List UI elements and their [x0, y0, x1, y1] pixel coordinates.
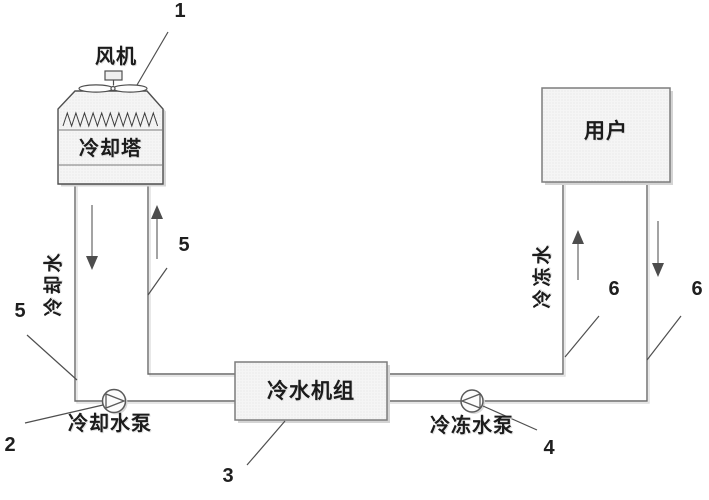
pipes: [74, 182, 648, 402]
callout-5-right: 5: [178, 234, 190, 256]
leader-3: [246, 420, 286, 466]
callout-6-right: 6: [691, 278, 703, 300]
pipe-chilled-supply: [387, 182, 564, 375]
cooling-tower-shape: [57, 90, 166, 187]
callout-5-left: 5: [14, 300, 26, 322]
chiller-label: 冷水机组: [267, 379, 355, 403]
user-label: 用户: [584, 119, 628, 143]
flow-arrow-down-chilled-icon: [652, 221, 664, 277]
callout-2: 2: [4, 434, 16, 456]
chilled-water-label: 冷冻水: [532, 242, 554, 309]
fan-label: 风机: [95, 46, 137, 68]
chiller-box: [234, 361, 390, 423]
callout-leader-lines: [24, 31, 682, 466]
leader-4: [482, 405, 538, 431]
user-box: [541, 87, 673, 185]
leader-2: [24, 404, 104, 424]
callout-1: 1: [174, 0, 186, 22]
leader-6-right: [646, 315, 682, 361]
chilled-pump-label: 冷冻水泵: [430, 415, 514, 437]
callout-4: 4: [543, 437, 555, 459]
fan-icon: [78, 70, 148, 93]
flow-arrow-down-cooling-icon: [86, 205, 98, 270]
leader-6-left: [564, 315, 600, 358]
leader-5-right: [147, 267, 168, 296]
leader-5-left: [26, 334, 78, 381]
tower-fill-zigzag: [62, 111, 159, 128]
cooling-tower-label: 冷却塔: [79, 138, 142, 160]
pipe-cooling-return: [147, 184, 235, 375]
cooling-pump-label: 冷却水泵: [68, 413, 152, 435]
flow-arrow-up-cooling-icon: [151, 205, 163, 259]
cooling-water-label: 冷却水: [43, 250, 65, 317]
flow-arrow-up-chilled-icon: [572, 230, 584, 280]
pipe-cooling-supply: [74, 184, 235, 402]
callout-6-left: 6: [608, 278, 620, 300]
chilled-water-pump-icon: [460, 389, 485, 414]
cooling-water-pump-icon: [101, 388, 128, 415]
callout-3: 3: [222, 465, 234, 487]
leader-1: [136, 31, 169, 86]
